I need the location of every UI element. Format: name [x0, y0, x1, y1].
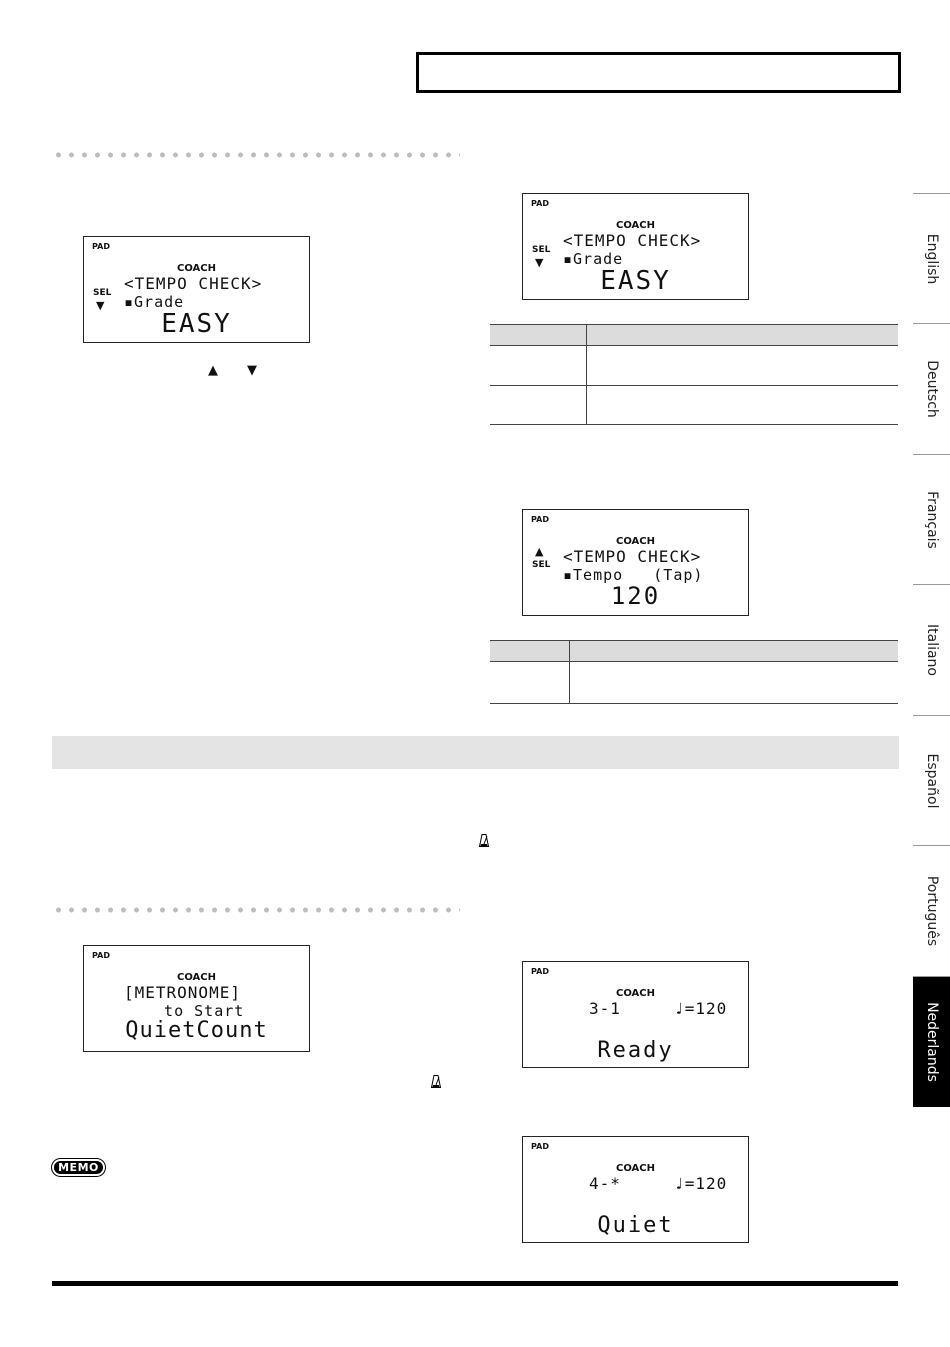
tab-label: Italiano — [923, 624, 940, 676]
up-arrow-icon: ▲ — [535, 545, 544, 558]
lcd-display-tempo: PAD COACH ▲ SEL <TEMPO CHECK> ▪Tempo (Ta… — [522, 509, 749, 616]
table-header-cell — [569, 640, 898, 662]
table-cell — [586, 345, 898, 386]
tab-deutsch[interactable]: Deutsch — [913, 323, 950, 454]
tab-label: Français — [923, 490, 940, 549]
table-cell — [586, 385, 898, 425]
footer-rule — [52, 1281, 898, 1286]
table-header-cell — [490, 640, 570, 662]
pad-label: PAD — [531, 199, 549, 208]
dotted-separator — [52, 151, 460, 159]
section-heading-band — [52, 736, 899, 769]
lcd-display-metronome: PAD COACH [METRONOME] to Start QuietCoun… — [83, 945, 310, 1052]
coach-label: COACH — [615, 220, 656, 231]
tab-nederlands[interactable]: Nederlands — [913, 976, 950, 1107]
tab-label: Español — [923, 753, 940, 808]
table-header-cell — [586, 324, 898, 346]
tab-label: Nederlands — [923, 1002, 940, 1082]
sel-label: SEL — [532, 245, 551, 255]
lcd-line-2: ▪Tempo (Tap) — [563, 566, 704, 584]
lcd-display-ready: PAD COACH 3-1 ♩=120 Ready — [522, 961, 749, 1068]
lcd-value: 120 — [610, 582, 661, 610]
coach-label: COACH — [176, 972, 217, 983]
table-header-row — [490, 324, 898, 346]
table-cell — [490, 345, 587, 386]
lcd-line-2: to Start — [144, 1002, 245, 1020]
down-arrow-icon: ▼ — [535, 256, 544, 269]
dotted-separator — [52, 906, 460, 914]
lcd-value: EASY — [600, 266, 671, 296]
tab-label: Deutsch — [923, 360, 940, 418]
sel-label: SEL — [93, 288, 112, 298]
table-header-cell — [490, 324, 587, 346]
lcd-line-2: ▪Grade — [124, 293, 185, 311]
tempo-table — [490, 640, 898, 704]
sel-label: SEL — [532, 560, 551, 570]
metronome-icon — [431, 1075, 441, 1088]
lcd-line-1: 4-* ♩=120 — [589, 1174, 728, 1193]
table-row — [490, 385, 898, 425]
tab-english[interactable]: English — [913, 193, 950, 323]
memo-icon: MEMO — [52, 1159, 105, 1176]
lcd-display-grade-right: PAD COACH SEL ▼ <TEMPO CHECK> ▪Grade EAS… — [522, 193, 749, 300]
lcd-line-1: <TEMPO CHECK> — [563, 547, 702, 566]
down-arrow-icon: ▼ — [247, 363, 257, 378]
table-cell — [490, 385, 587, 425]
pad-label: PAD — [92, 951, 110, 960]
pad-label: PAD — [92, 242, 110, 251]
pad-label: PAD — [531, 967, 549, 976]
coach-label: COACH — [615, 536, 656, 547]
lcd-line-1: <TEMPO CHECK> — [563, 231, 702, 250]
lcd-line-1: 3-1 ♩=120 — [589, 999, 728, 1018]
table-row — [490, 345, 898, 386]
tab-label: Português — [923, 875, 940, 947]
table-row — [490, 661, 898, 704]
lcd-display-grade: PAD COACH SEL ▼ <TEMPO CHECK> ▪Grade EAS… — [83, 236, 310, 343]
pad-label: PAD — [531, 515, 549, 524]
lcd-line-1: [METRONOME] — [124, 983, 241, 1002]
lcd-value: Ready — [597, 1038, 674, 1063]
header-box — [416, 52, 901, 93]
coach-label: COACH — [615, 988, 656, 999]
lcd-value: QuietCount — [125, 1018, 268, 1043]
lcd-value: EASY — [161, 309, 232, 339]
down-arrow-icon: ▼ — [96, 299, 105, 312]
table-cell — [490, 661, 570, 704]
up-arrow-icon: ▲ — [208, 363, 218, 378]
tab-label: English — [923, 233, 940, 284]
table-header-row — [490, 640, 898, 662]
pad-label: PAD — [531, 1142, 549, 1151]
tab-italiano[interactable]: Italiano — [913, 584, 950, 715]
lcd-value: Quiet — [597, 1213, 674, 1238]
coach-label: COACH — [176, 263, 217, 274]
table-cell — [569, 661, 898, 704]
lcd-display-quiet: PAD COACH 4-* ♩=120 Quiet — [522, 1136, 749, 1243]
tab-portugues[interactable]: Português — [913, 845, 950, 976]
tab-francais[interactable]: Français — [913, 454, 950, 584]
coach-label: COACH — [615, 1163, 656, 1174]
metronome-icon — [479, 834, 489, 847]
lcd-line-2: ▪Grade — [563, 250, 624, 268]
tab-espanol[interactable]: Español — [913, 715, 950, 845]
grade-table — [490, 324, 898, 425]
lcd-line-1: <TEMPO CHECK> — [124, 274, 263, 293]
